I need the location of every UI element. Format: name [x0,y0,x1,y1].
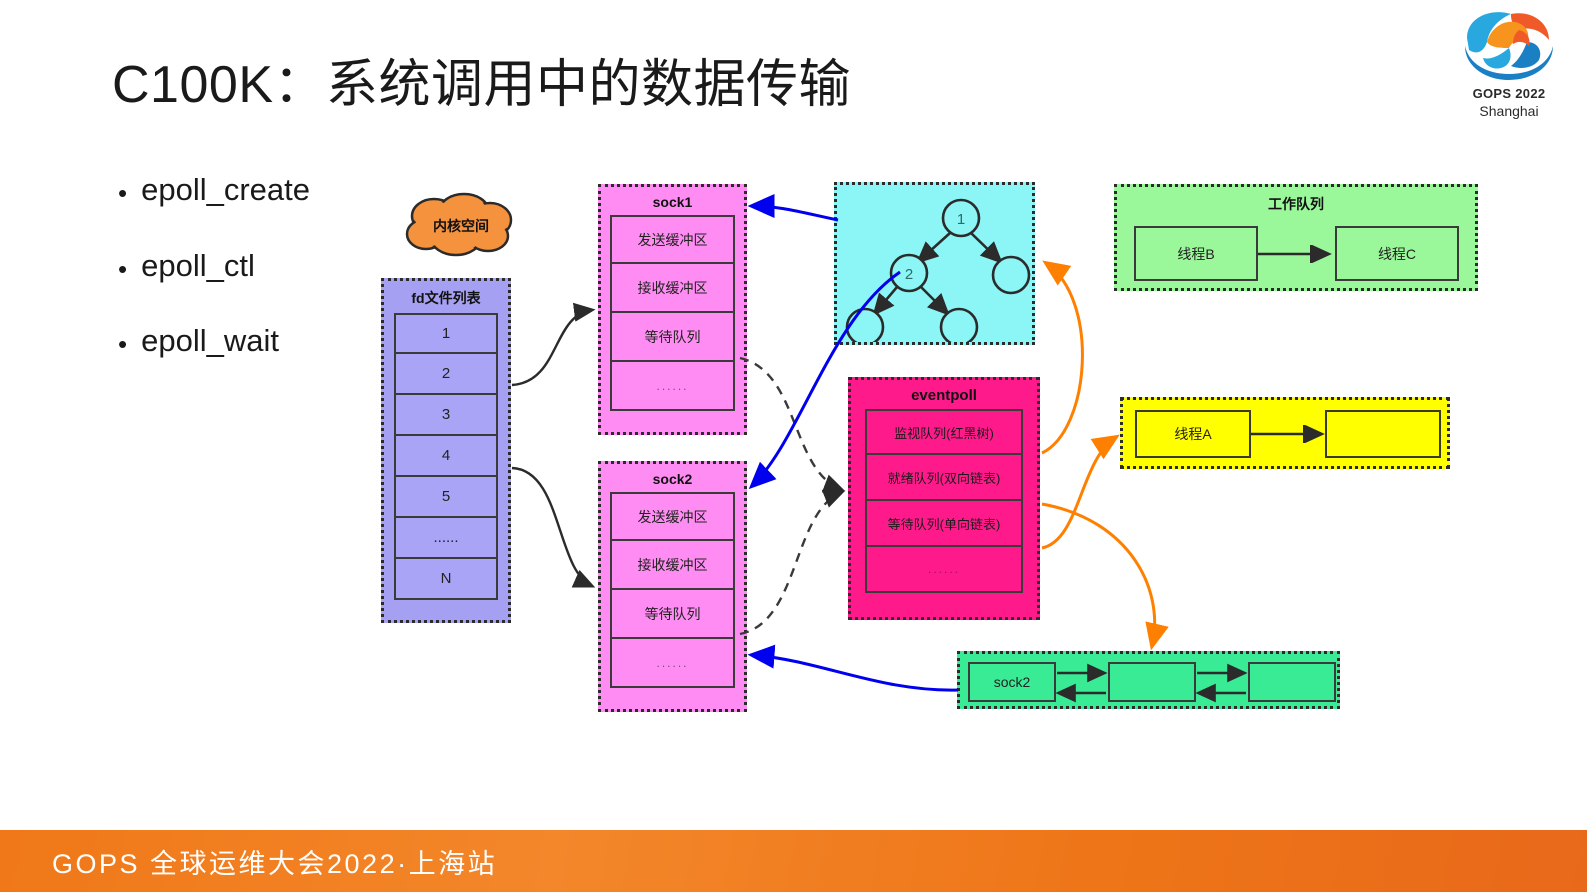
kernel-space-cloud: 内核空间 [404,192,518,260]
fd-row: 1 [394,313,498,354]
bullet-label: epoll_ctl [141,247,255,283]
ready-list-node [1248,662,1336,702]
sock2-row: 接收缓冲区 [610,541,735,590]
bullet-list: • epoll_create • epoll_ctl • epoll_wait [118,172,418,399]
sock1-row: 等待队列 [610,313,735,362]
footer-bar: GOPS 全球运维大会2022·上海站 [0,830,1587,892]
work-queue-node: 线程C [1335,226,1459,281]
rbtree-diagram: 1 2 [845,198,1031,347]
bullet-marker: • [118,178,128,208]
link-ready-queue-to-readylist [1041,502,1169,651]
thread-a-node: 线程A [1135,410,1251,458]
logo-line-1: GOPS 2022 [1472,86,1546,101]
sock2-row: 等待队列 [610,590,735,639]
tree-node-label: 2 [905,266,913,283]
fd-row: N [394,559,498,600]
bullet-label: epoll_create [141,172,311,207]
fd-row: 5 [394,477,498,518]
bullet-marker: • [118,329,128,360]
sock1-row-stack: 发送缓冲区 接收缓冲区 等待队列 ...... [610,215,735,411]
link-fd4-to-sock2 [511,466,596,588]
sock1-row: 发送缓冲区 [610,215,735,264]
eventpoll-row: 监视队列(红黑树) [865,409,1023,455]
link-monitor-queue-to-tree [1041,260,1084,455]
link-readylist-to-sock2 [747,644,959,692]
work-queue-arrow [1258,245,1332,263]
gops-logo: GOPS 2022 Shanghai [1453,8,1565,128]
fd-row: 4 [394,436,498,477]
fd-file-list-panel: fd文件列表 1 2 3 4 5 ...... N [381,278,511,623]
eventpoll-row: 就绪队列(双向链表) [865,455,1023,501]
link-wait-queue-to-thread-a [1041,434,1120,550]
eventpoll-row-stack: 监视队列(红黑树) 就绪队列(双向链表) 等待队列(单向链表) ...... [865,409,1023,593]
fd-row: ...... [394,518,498,559]
tree-node-label: 1 [957,211,965,228]
eventpoll-panel: eventpoll 监视队列(红黑树) 就绪队列(双向链表) 等待队列(单向链表… [848,377,1040,620]
sock2-row: 发送缓冲区 [610,492,735,541]
cloud-label: 内核空间 [433,218,489,234]
fd-row: 3 [394,395,498,436]
footer-text: GOPS 全球运维大会2022·上海站 [52,848,498,879]
bullet-label: epoll_wait [141,323,279,359]
work-queue-title: 工作队列 [1268,196,1324,212]
sock2-row-stack: 发送缓冲区 接收缓冲区 等待队列 ...... [610,492,735,688]
sock1-title: sock1 [652,194,693,210]
ready-list-arrows [1055,663,1248,703]
thread-a-arrow [1251,425,1325,443]
eventpoll-row: 等待队列(单向链表) [865,501,1023,547]
bullet-marker: • [118,253,128,284]
list-item: • epoll_wait [118,323,418,359]
list-item: • epoll_create [118,172,418,208]
ready-list-node: sock2 [968,662,1056,702]
thread-a-next-node [1325,410,1441,458]
eventpoll-row: ...... [865,547,1023,593]
gops-swirl-icon [1465,12,1553,80]
sock2-panel: sock2 发送缓冲区 接收缓冲区 等待队列 ...... [598,461,747,712]
fd-list-title: fd文件列表 [411,290,481,306]
thread-a-panel: 线程A [1120,397,1450,469]
ready-list-node [1108,662,1196,702]
fd-row-stack: 1 2 3 4 5 ...... N [394,313,498,600]
ready-list-panel: sock2 [957,651,1340,709]
sock1-row: 接收缓冲区 [610,264,735,313]
sock2-row: ...... [610,639,735,688]
sock1-row: ...... [610,362,735,411]
rbtree-panel: 1 2 [834,182,1035,347]
link-sock2-wait-to-eventpoll [739,489,846,636]
cloud-icon [405,192,513,257]
list-item: • epoll_ctl [118,248,418,284]
link-sock1-wait-to-eventpoll [739,356,846,493]
fd-row: 2 [394,354,498,395]
eventpoll-title: eventpoll [911,387,977,404]
link-fd2-to-sock1 [511,302,596,387]
logo-line-2: Shanghai [1479,103,1539,119]
link-tree-to-sock1 [747,194,839,222]
sock2-title: sock2 [652,471,693,487]
work-queue-node: 线程B [1134,226,1258,281]
page-title: C100K：系统调用中的数据传输 [112,56,851,114]
work-queue-panel: 工作队列 线程B 线程C [1114,184,1478,291]
sock1-panel: sock1 发送缓冲区 接收缓冲区 等待队列 ...... [598,184,747,435]
